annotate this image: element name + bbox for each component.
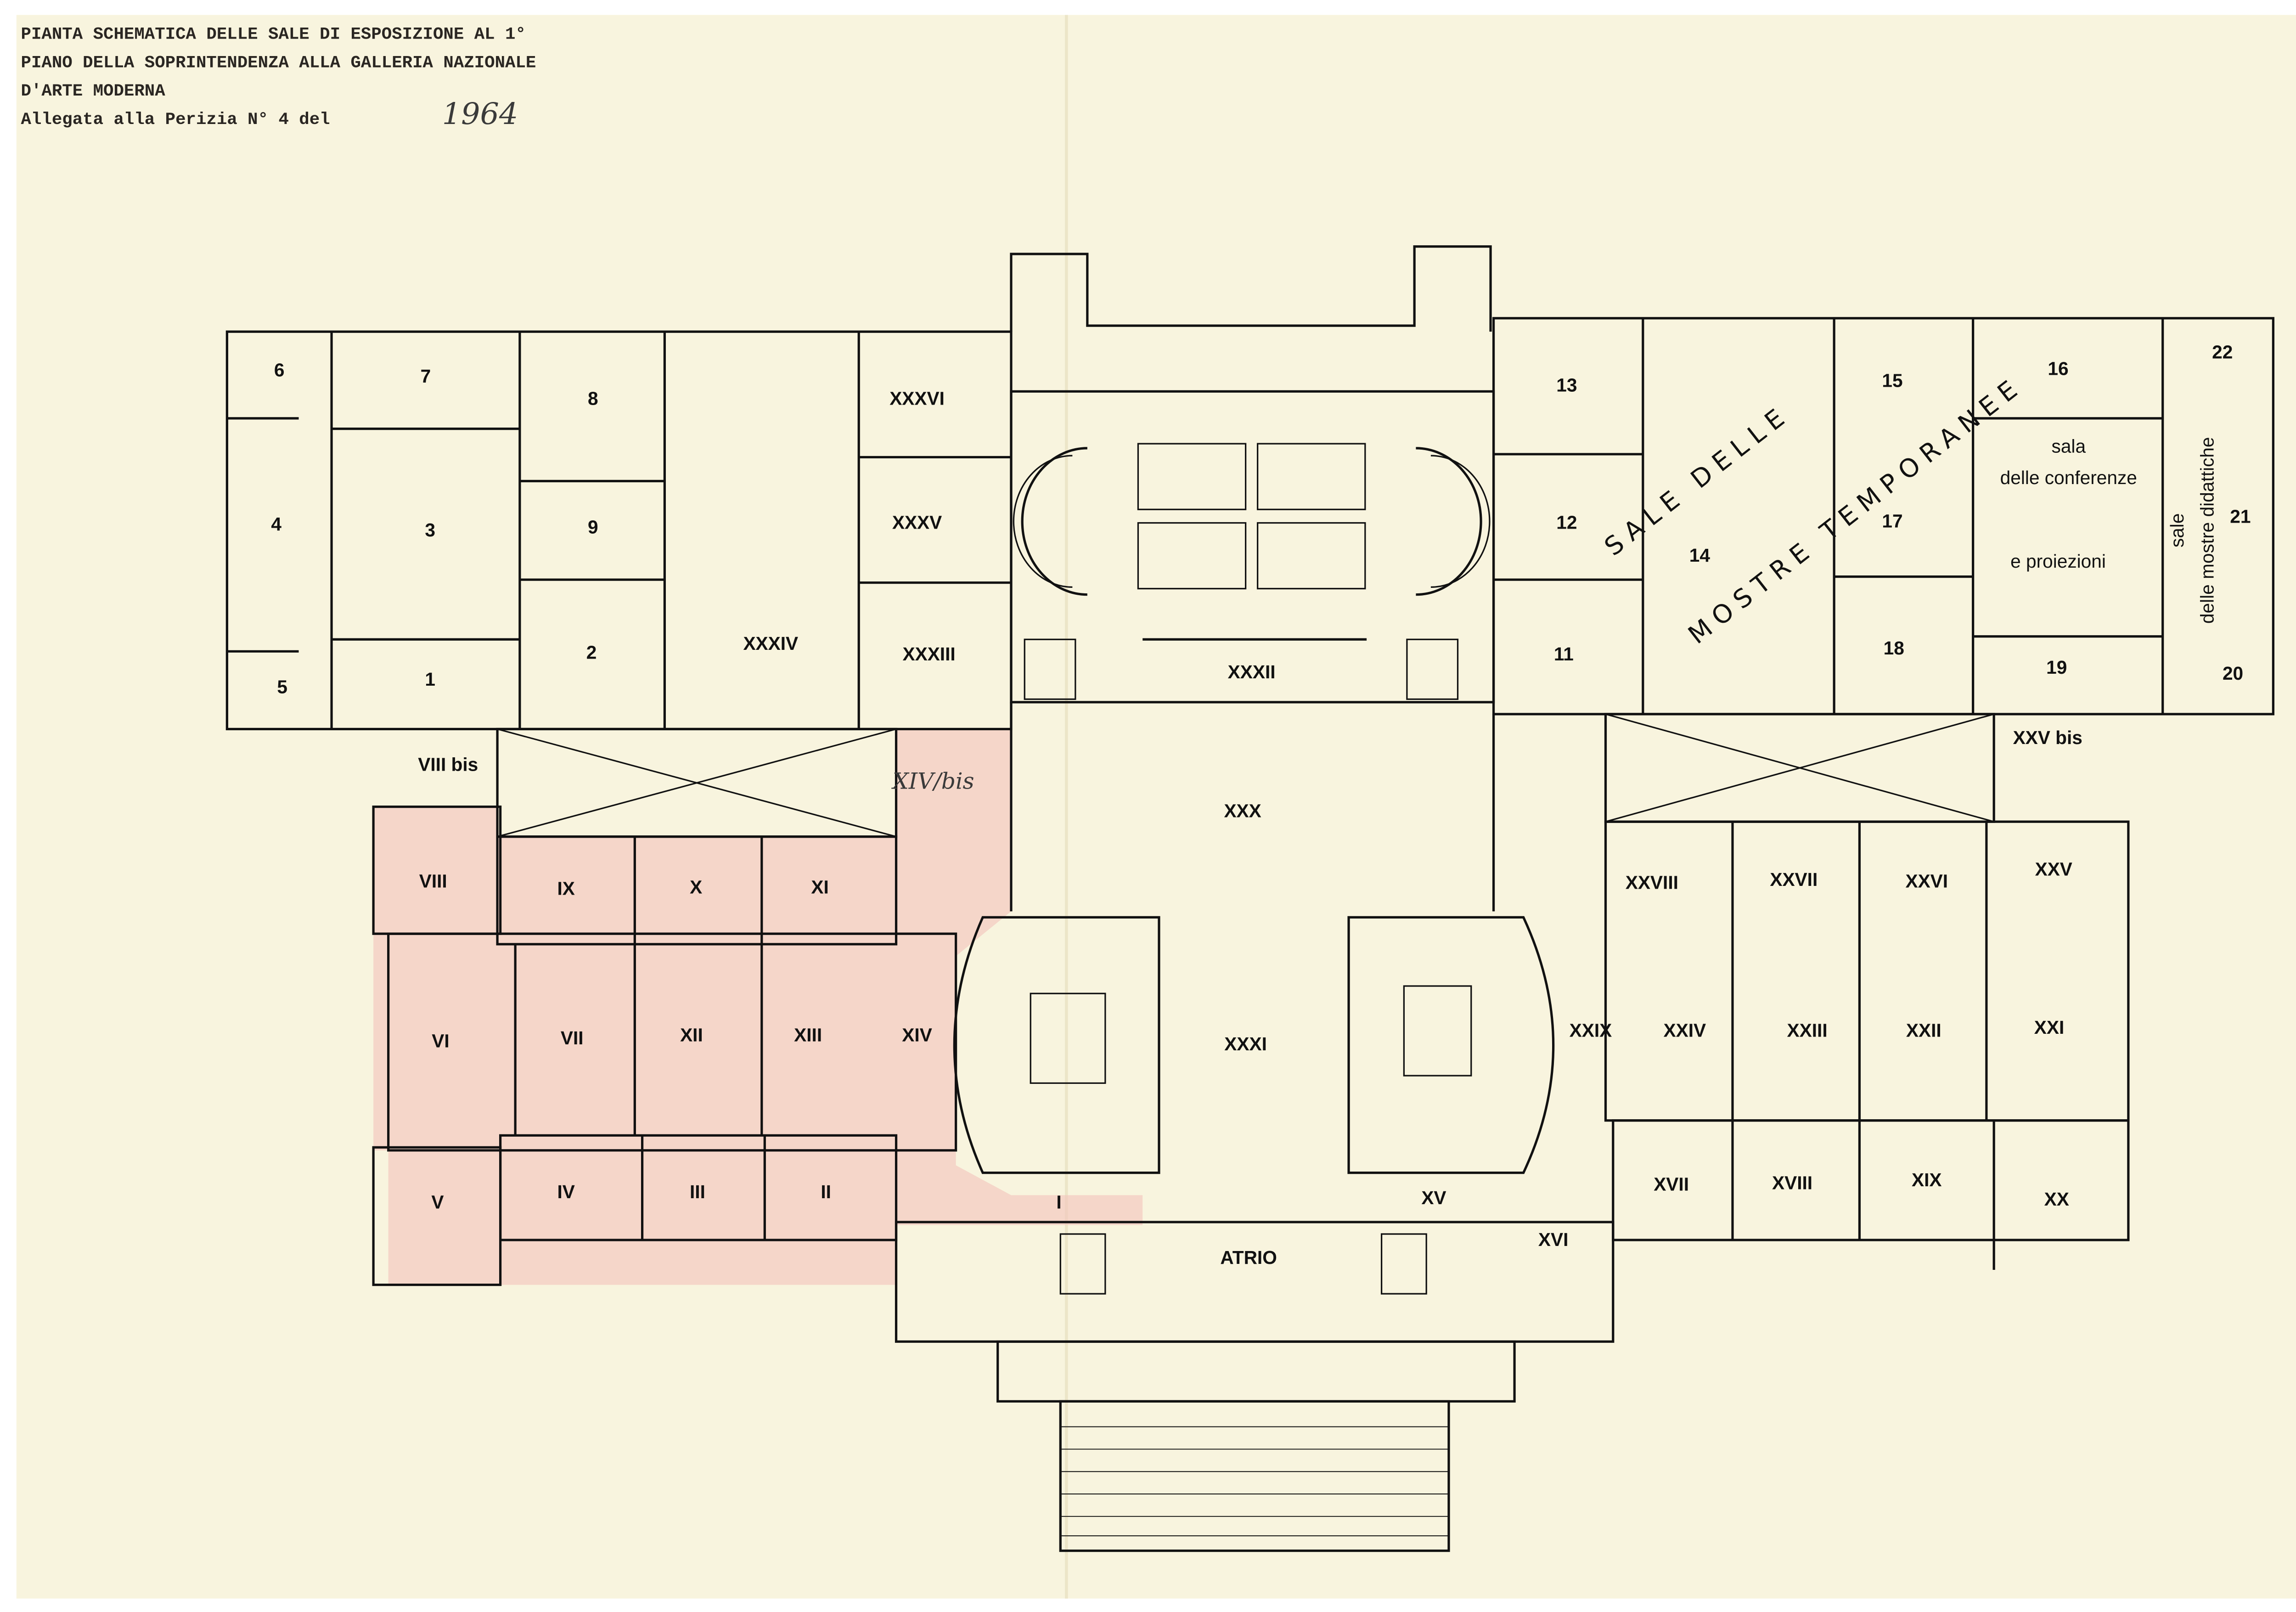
room-label: XXV [2035,858,2072,879]
room-label: ATRIO [1220,1247,1277,1268]
room-label: 13 [1556,374,1577,395]
room-label: VI [432,1030,449,1051]
room-label: 19 [2046,657,2067,678]
room-label: XIV [902,1024,932,1045]
handwritten-year: 1964 [442,97,518,131]
room-label: XI [811,876,828,897]
room-labels: 6 7 8 4 3 9 5 1 2 XXXIV XXXVI XXXV XXXII… [271,342,2251,1268]
room-label: XXIII [1787,1020,1828,1041]
title-line-2: PIANO DELLA SOPRINTENDENZA ALLA GALLERIA… [21,53,536,73]
room-label: 20 [2223,663,2243,684]
room-label: 7 [421,366,431,387]
room-label: XVI [1538,1229,1569,1250]
room-label: XXII [1906,1020,1941,1041]
room-label: 12 [1556,512,1577,533]
room-label: XIX [1912,1169,1942,1190]
room-label: 5 [277,676,287,697]
title-line-3: D'ARTE MODERNA [21,82,166,101]
room-label: 17 [1882,510,1902,531]
room-label: 3 [425,519,435,541]
highlighted-rooms-area [373,729,1143,1285]
room-label: XXIX [1570,1020,1612,1041]
room-label: XXV bis [2013,727,2082,748]
conference-room-label-1: sala [2052,436,2086,457]
room-label: XVIII [1772,1172,1812,1193]
paper-sheet [16,15,2296,1599]
attachment-line: Allegata alla Perizia N° 4 del [21,110,330,130]
room-label: XXXVI [889,388,945,409]
room-label: XV [1421,1187,1446,1208]
room-label: XXVI [1905,870,1948,891]
room-label: XXXIII [902,643,955,665]
room-label: XXXII [1228,661,1276,682]
room-label: XXXV [892,512,942,533]
room-label: 18 [1884,637,1904,659]
room-label: VII [561,1027,584,1048]
room-label: 14 [1689,545,1711,566]
room-label: XXXI [1224,1033,1267,1054]
room-label: X [690,876,702,897]
room-label: I [1056,1192,1061,1213]
room-label: XIII [794,1024,822,1045]
room-label: 4 [271,513,281,535]
walls [225,245,2274,1552]
room-label: 2 [586,642,597,663]
room-label: 22 [2212,342,2233,363]
room-label: IV [557,1181,575,1202]
room-label: 9 [588,516,598,537]
room-label: 21 [2230,506,2251,527]
room-label: II [821,1181,831,1202]
didactic-rooms-label-1: sale [2167,513,2188,548]
room-label: VIII [419,870,447,891]
room-label: XXX [1224,800,1261,821]
room-label: XXVIII [1626,872,1678,893]
room-label: XX [2044,1189,2069,1210]
didactic-rooms-label-2: delle mostre didattiche [2196,437,2217,624]
room-label: 15 [1882,370,1902,391]
conference-room-label-3: e proiezioni [2010,551,2106,572]
title-line-1: PIANTA SCHEMATICA DELLE SALE DI ESPOSIZI… [21,25,526,45]
room-label: III [690,1181,705,1202]
room-label: XXI [2034,1017,2065,1038]
room-label: 1 [425,669,435,690]
room-label: 8 [588,388,598,409]
room-label: XXIV [1664,1020,1706,1041]
room-label: XII [680,1024,703,1045]
room-label: XXVII [1770,869,1818,890]
room-label: 11 [1554,643,1574,665]
room-label: 16 [2048,358,2068,379]
conference-room-label-2: delle conferenze [2000,467,2137,488]
room-label: XVII [1654,1174,1689,1195]
room-label-handwritten: XIV/bis [891,768,974,795]
room-label: VIII bis [418,754,478,775]
room-label: XXXIV [743,633,798,654]
room-label: V [431,1192,444,1213]
room-label: 6 [274,360,285,381]
room-label: IX [557,878,575,899]
